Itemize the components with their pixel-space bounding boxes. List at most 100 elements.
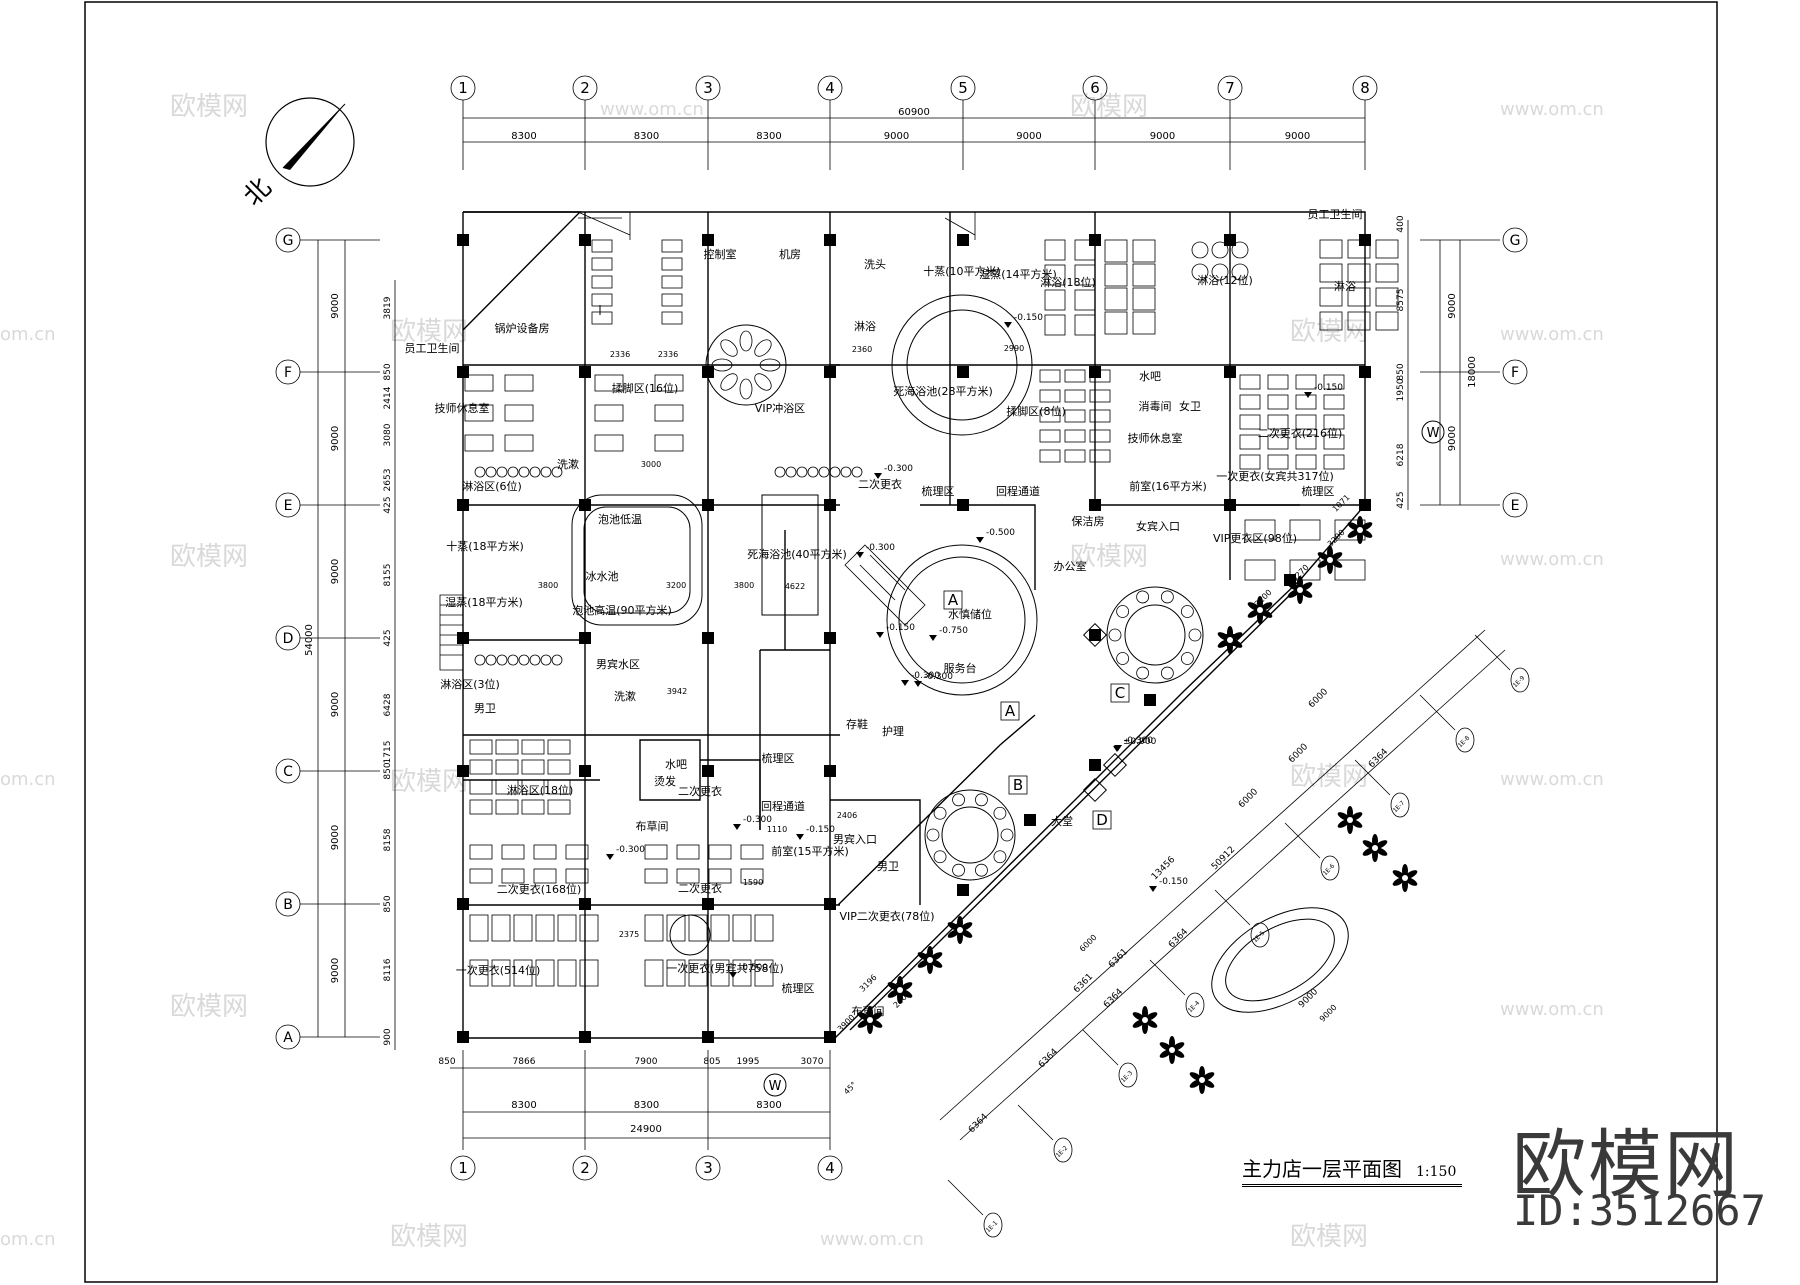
fixture-unit — [1319, 311, 1343, 331]
vip-bath-seat — [754, 339, 772, 357]
fixture-unit — [521, 739, 545, 755]
shower-unit — [807, 466, 819, 478]
fixture-unit — [533, 868, 557, 884]
axis-number: 3 — [703, 79, 713, 97]
fixture-unit — [1044, 314, 1066, 336]
shower-unit — [796, 466, 808, 478]
dim-inner-bottom: 805 — [703, 1057, 720, 1067]
room-label: 二次更衣 — [858, 477, 902, 491]
dim-inner-left: 425 — [383, 496, 393, 513]
dim-span-top: 9000 — [1016, 131, 1041, 142]
dim-span-left: 9000 — [330, 958, 341, 983]
elevation-marker — [929, 635, 937, 641]
room-label: 死海浴池(40平方米) — [747, 547, 847, 561]
room-label: 员工卫生间 — [1308, 207, 1363, 221]
dim-span-bottom: 8300 — [756, 1100, 781, 1111]
dim-line — [939, 629, 1486, 1121]
room-label: 员工卫生间 — [405, 341, 460, 355]
dim-span-top: 9000 — [1150, 131, 1175, 142]
fixture-unit — [491, 959, 511, 987]
fixture-unit — [666, 914, 686, 942]
column — [579, 366, 591, 378]
axis-number-bottom: 2 — [580, 1159, 590, 1177]
room-label: 二次更衣(216位) — [1258, 426, 1343, 440]
section-marker — [763, 1073, 787, 1097]
fixture-unit — [469, 739, 493, 755]
watermark-site: www.om.cn — [1500, 769, 1604, 790]
room-label: 男卫 — [474, 702, 496, 715]
fixture-unit — [594, 404, 624, 422]
lounge-seat — [1116, 652, 1130, 665]
column — [702, 1031, 714, 1043]
elevation-marker — [796, 834, 804, 840]
elevation-value: -0.300 — [884, 464, 913, 474]
axis-line — [1354, 759, 1391, 796]
room-label: 回程通道 — [761, 799, 805, 813]
column — [957, 499, 969, 511]
column — [824, 898, 836, 910]
watermark-brand: 欧模网 — [1070, 92, 1148, 122]
dim-inner-left: 1715 — [383, 741, 393, 764]
axis-diag-label: 1E-6 — [1322, 863, 1337, 878]
fixture-unit — [501, 844, 525, 860]
fixture-unit — [547, 739, 571, 755]
fixture-unit — [1074, 314, 1096, 336]
axis-letter: A — [283, 1030, 293, 1046]
room-label: 技师休息室 — [435, 401, 490, 415]
fixture-unit — [1334, 559, 1366, 581]
dim-span-right: 9000 — [1447, 426, 1458, 451]
fixture-unit — [464, 374, 494, 392]
fixture-unit — [1295, 434, 1317, 450]
shower-unit — [774, 466, 786, 478]
room-label: 回程通道 — [996, 484, 1040, 498]
room-label: 锅炉设备房 — [495, 321, 550, 335]
section-marker-label: W — [1427, 426, 1440, 441]
dim-inner-left: 8116 — [383, 958, 393, 981]
column — [957, 366, 969, 378]
column — [702, 499, 714, 511]
fixture-unit — [754, 959, 774, 987]
room-label: 消毒间 — [1139, 399, 1172, 413]
room-label: 泡池低温 — [598, 512, 642, 526]
plant-icon — [887, 976, 913, 1004]
room-label: 机房 — [779, 247, 801, 261]
axis-letter-right: G — [1510, 233, 1521, 249]
lounge-seat — [1180, 652, 1194, 665]
fixture-unit — [1267, 374, 1289, 390]
elevation-marker — [729, 972, 737, 978]
shower-unit — [529, 654, 541, 666]
shower-unit — [474, 466, 486, 478]
axis-bubble — [695, 75, 721, 101]
lobby-column — [1082, 622, 1108, 648]
fixture-unit — [495, 799, 519, 815]
misc-dimension: 2360 — [852, 345, 872, 354]
lounge-seat — [1180, 605, 1194, 618]
dim-span-top: 8300 — [511, 131, 536, 142]
fixture-unit — [1295, 454, 1317, 470]
dim-diag: 6361 — [1107, 947, 1130, 970]
plant-icon — [1132, 1006, 1158, 1034]
dim-diag: 50912 — [1210, 845, 1237, 872]
axis-line — [1082, 1029, 1119, 1066]
dim-inner-left: 2414 — [383, 386, 393, 409]
room-label: 办公室 — [1054, 559, 1087, 573]
fixture-unit — [469, 914, 489, 942]
axis-number: 8 — [1360, 79, 1370, 97]
fixture-unit — [1239, 414, 1261, 430]
elevation-marker — [606, 854, 614, 860]
fixture-unit — [1132, 263, 1156, 287]
axis-bubble — [275, 625, 301, 651]
elevation-marker — [1304, 392, 1312, 398]
room-label: 揉脚区(16位) — [612, 381, 679, 395]
section-marker-label: W — [769, 1079, 782, 1094]
column — [702, 366, 714, 378]
dim-span-right: 9000 — [1447, 293, 1458, 318]
dim-total-right: 18000 — [1467, 356, 1478, 388]
dim-inner-left: 2653 — [383, 469, 393, 492]
fixture-unit — [1132, 239, 1156, 263]
axis-bubble — [450, 1155, 476, 1181]
lounge-seat — [975, 863, 988, 877]
axis-number: 7 — [1225, 79, 1235, 97]
lobby-column — [1102, 752, 1128, 778]
